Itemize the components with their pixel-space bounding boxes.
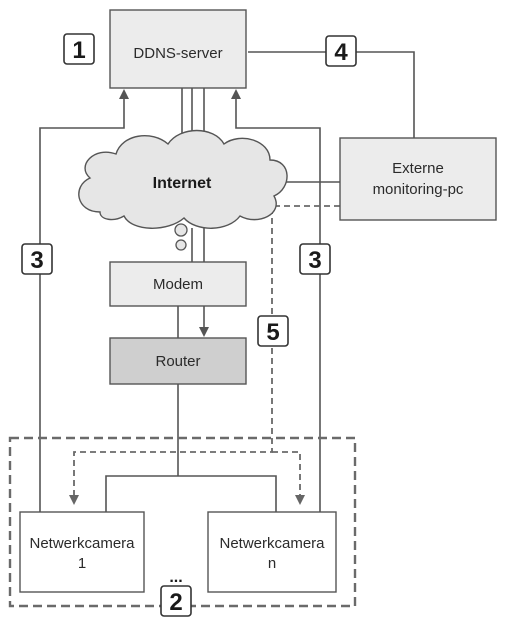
step-badge-1-box bbox=[63, 33, 95, 65]
camera-group-dashed-border bbox=[8, 436, 357, 608]
dashed-connection-lines bbox=[8, 205, 357, 608]
step-badge-1: 1 bbox=[63, 33, 95, 65]
step-badge-4-box bbox=[325, 35, 357, 67]
ddns-server-box bbox=[109, 9, 247, 89]
camera1-box bbox=[19, 511, 145, 593]
switch-branch-line bbox=[105, 475, 277, 512]
router-box bbox=[109, 337, 247, 385]
external-pc-to-cameran-dashed-arrow bbox=[272, 451, 305, 505]
cloud-bubble-small bbox=[175, 239, 187, 251]
step-badge-5-box bbox=[257, 315, 289, 347]
router-node: Router bbox=[109, 337, 247, 385]
internet-label: Internet bbox=[153, 175, 212, 192]
cameran-label-line1: Netwerkcamera bbox=[219, 535, 325, 552]
camera1-node: Netwerkcamera 1 bbox=[19, 511, 145, 593]
step-badge-3-left-box bbox=[21, 243, 53, 275]
camera1-label-line1: Netwerkcamera bbox=[29, 535, 135, 552]
step-badge-3-left-label: 3 bbox=[30, 247, 43, 274]
ddns-server-label: DDNS-server bbox=[133, 45, 222, 62]
router-label: Router bbox=[155, 353, 200, 370]
step-badge-2: 2 bbox=[160, 585, 192, 617]
step-badge-5-label: 5 bbox=[266, 319, 279, 346]
camera1-to-ddns-arrow bbox=[39, 89, 129, 512]
cameran-to-ddns-arrow bbox=[231, 89, 321, 512]
external-pc-box bbox=[339, 137, 497, 221]
cameran-label-line2: n bbox=[268, 555, 276, 572]
cloud-bubble-large bbox=[174, 223, 188, 237]
external-pc-label-line2: monitoring-pc bbox=[373, 181, 464, 198]
internet-cloud-shape bbox=[78, 129, 288, 229]
ddns-to-external-pc-line bbox=[248, 51, 415, 138]
ddns-server-node: DDNS-server bbox=[109, 9, 247, 89]
modem-label: Modem bbox=[153, 276, 203, 293]
step-badge-2-label: 2 bbox=[169, 589, 182, 616]
external-pc-node: Externe monitoring-pc bbox=[339, 137, 497, 221]
step-badge-4-label: 4 bbox=[334, 39, 348, 66]
internet-node: Internet bbox=[78, 129, 288, 251]
step-badge-3-right-label: 3 bbox=[308, 247, 321, 274]
modem-box bbox=[109, 261, 247, 307]
step-badge-3-left: 3 bbox=[21, 243, 53, 275]
cameran-node: Netwerkcamera n bbox=[207, 511, 337, 593]
step-badge-3-right-box bbox=[299, 243, 331, 275]
external-pc-label-line1: Externe bbox=[392, 160, 444, 177]
camera1-label-line2: 1 bbox=[78, 555, 86, 572]
cameran-box bbox=[207, 511, 337, 593]
step-badge-2-box bbox=[160, 585, 192, 617]
camera-ellipsis: ... bbox=[169, 569, 182, 586]
step-badge-4: 4 bbox=[325, 35, 357, 67]
step-badge-3-right: 3 bbox=[299, 243, 331, 275]
step-badge-1-label: 1 bbox=[72, 37, 85, 64]
step-badge-5: 5 bbox=[257, 315, 289, 347]
modem-node: Modem bbox=[109, 261, 247, 307]
